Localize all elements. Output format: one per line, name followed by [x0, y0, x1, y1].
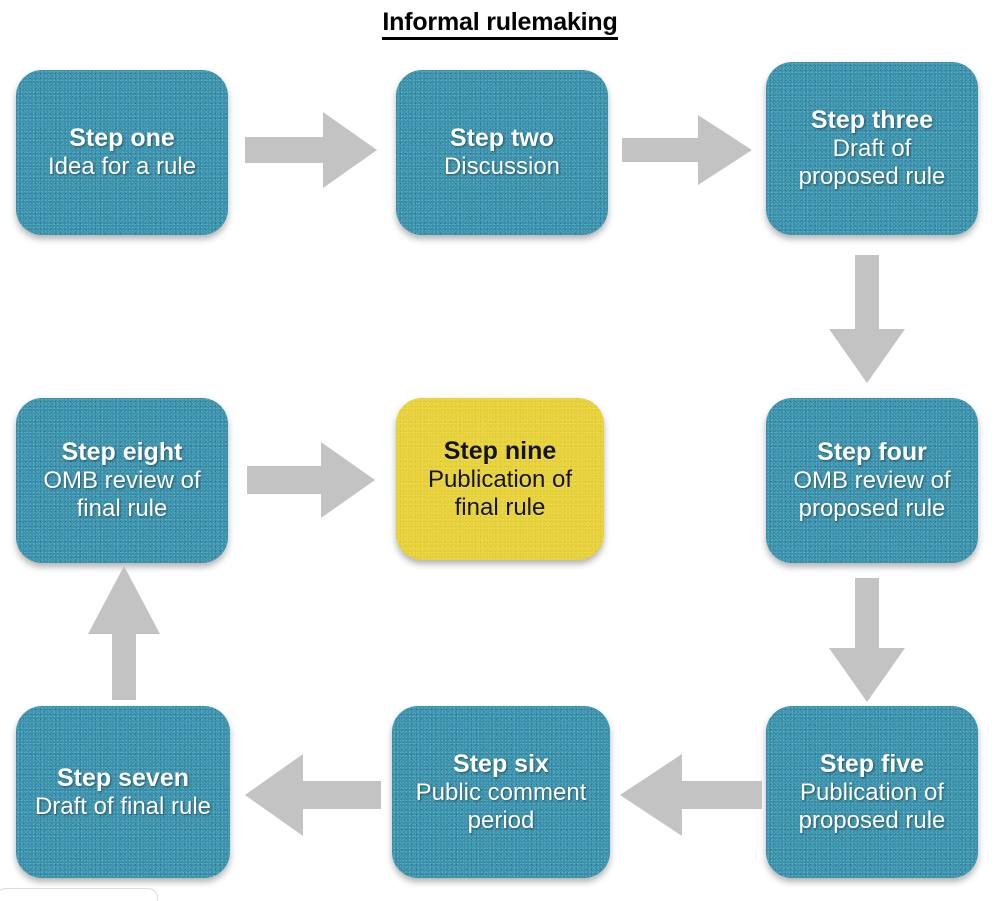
step-four-text: Step four OMB review of proposed rule: [785, 438, 958, 523]
step-four-desc-line1: OMB review of: [793, 467, 951, 495]
step-box-step-seven[interactable]: Step seven Draft of final rule: [16, 706, 230, 878]
step-eight-text: Step eight OMB review of final rule: [35, 438, 208, 523]
step-seven-text: Step seven Draft of final rule: [27, 764, 219, 821]
step-box-step-five[interactable]: Step five Publication of proposed rule: [766, 706, 978, 878]
page-title-text: Informal rulemaking: [382, 8, 618, 40]
step-three-desc-line1: Draft of: [832, 135, 912, 163]
arrow-three-to-four: [827, 255, 907, 383]
step-nine-desc-line2: final rule: [454, 493, 546, 521]
step-one-text: Step one Idea for a rule: [40, 124, 204, 181]
step-box-step-three[interactable]: Step three Draft of proposed rule: [766, 62, 978, 235]
step-box-step-six[interactable]: Step six Public comment period: [392, 706, 610, 878]
step-box-step-two[interactable]: Step two Discussion: [396, 70, 608, 235]
step-nine-title: Step nine: [443, 436, 557, 465]
arrow-four-to-five: [827, 578, 907, 702]
step-box-step-nine[interactable]: Step nine Publication of final rule: [396, 398, 604, 560]
step-two-desc-line1: Discussion: [443, 153, 561, 181]
arrow-one-to-two: [245, 110, 377, 190]
step-one-title: Step one: [69, 124, 175, 153]
step-seven-title: Step seven: [56, 763, 189, 792]
step-six-desc-line1: Public comment: [415, 778, 587, 806]
step-box-step-four[interactable]: Step four OMB review of proposed rule: [766, 398, 978, 563]
step-three-desc-line2: proposed rule: [798, 163, 946, 190]
step-five-desc-line1: Publication of: [799, 778, 945, 806]
step-five-title: Step five: [819, 749, 925, 778]
step-box-step-eight[interactable]: Step eight OMB review of final rule: [16, 398, 228, 563]
step-two-text: Step two Discussion: [436, 124, 568, 181]
step-nine-text: Step nine Publication of final rule: [420, 437, 580, 522]
step-box-step-one[interactable]: Step one Idea for a rule: [16, 70, 228, 235]
step-six-title: Step six: [453, 749, 549, 778]
step-nine-desc-line1: Publication of: [427, 465, 573, 493]
step-two-title: Step two: [449, 124, 555, 153]
step-one-desc-line1: Idea for a rule: [47, 153, 197, 181]
step-four-title: Step four: [817, 438, 927, 467]
step-three-text: Step three Draft of proposed rule: [791, 106, 954, 191]
step-six-desc-line2: period: [467, 806, 535, 834]
page-title: Informal rulemaking: [0, 8, 1000, 40]
arrow-eight-to-nine: [247, 440, 377, 520]
step-four-desc-line2: proposed rule: [798, 495, 946, 522]
step-five-desc-line2: proposed rule: [798, 806, 946, 834]
arrow-five-to-six: [620, 752, 762, 838]
step-six-text: Step six Public comment period: [408, 750, 595, 835]
arrow-seven-to-eight: [86, 566, 162, 700]
partial-bottom-widget: [0, 888, 158, 901]
step-eight-title: Step eight: [61, 438, 183, 467]
step-five-text: Step five Publication of proposed rule: [791, 750, 954, 835]
step-eight-desc-line2: final rule: [76, 495, 168, 522]
step-seven-desc-line1: Draft of final rule: [34, 792, 212, 820]
step-eight-desc-line1: OMB review of: [43, 467, 201, 495]
arrow-two-to-three: [622, 113, 752, 187]
arrow-six-to-seven: [245, 752, 381, 838]
step-three-title: Step three: [810, 106, 934, 135]
